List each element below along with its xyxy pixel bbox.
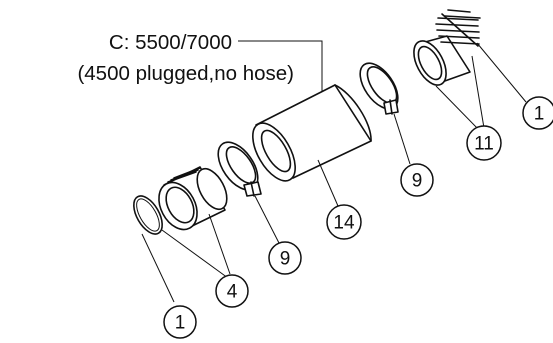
svg-text:4: 4: [227, 282, 238, 303]
leader-11-b: [471, 55, 485, 129]
connector-part-4: [158, 166, 228, 231]
leader-9-right: [393, 113, 411, 165]
o-ring-part-1-bottom: [133, 195, 163, 235]
hose-clamp-part-9-left: [217, 141, 262, 197]
svg-text:11: 11: [474, 134, 494, 155]
leader-14: [317, 159, 339, 207]
angled-connector-part-11: [413, 9, 481, 86]
hose-part-14: [252, 84, 372, 182]
callout-9-left: 9: [268, 241, 302, 275]
callout-1-bottom: 1: [163, 305, 197, 339]
callout-9-right: 9: [400, 163, 434, 197]
leader-11-a: [435, 85, 481, 132]
svg-text:1: 1: [534, 104, 545, 125]
leader-1-top: [476, 42, 527, 103]
svg-text:9: 9: [280, 249, 291, 270]
leader-9-left: [254, 195, 280, 244]
svg-text:14: 14: [333, 213, 355, 234]
model-note-line-2: (4500 plugged,no hose): [77, 62, 294, 85]
svg-text:9: 9: [412, 171, 423, 192]
svg-text:1: 1: [175, 313, 186, 334]
model-note-line-1: C: 5500/7000: [109, 31, 232, 54]
callout-4: 4: [215, 274, 249, 308]
leader-1-bottom: [141, 233, 175, 303]
leader-4-b: [208, 213, 231, 275]
callout-11: 11: [466, 125, 502, 161]
callout-1-top: 1: [522, 96, 553, 130]
hose-clamp-part-9-right: [359, 62, 399, 115]
callout-14: 14: [326, 204, 362, 240]
leader-4-a: [161, 229, 229, 279]
